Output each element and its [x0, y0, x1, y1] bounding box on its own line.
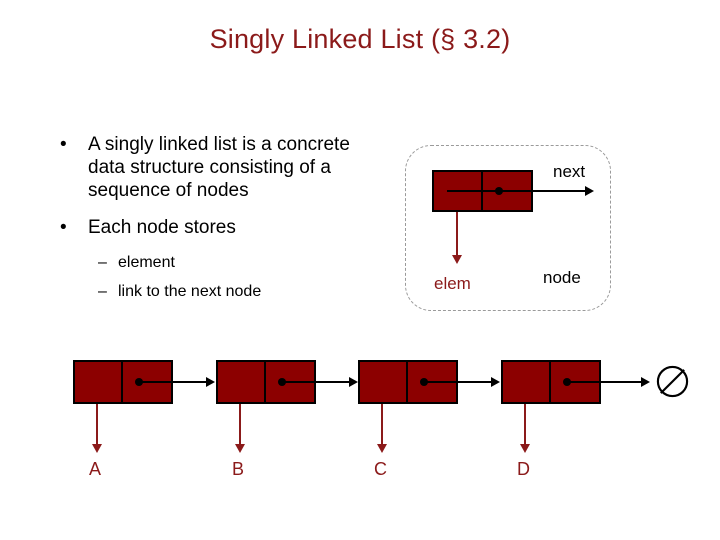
list-node-label-c: C — [374, 459, 387, 479]
bullet-text: A singly linked list is a concrete data … — [88, 134, 350, 201]
element-arrow-head-a — [92, 444, 102, 453]
bullet-marker: • — [60, 217, 67, 238]
element-arrow-line-b — [239, 404, 241, 446]
list-link-arrow-line-a-b — [139, 381, 207, 383]
bullet-list: • A singly linked list is a concrete dat… — [60, 133, 380, 311]
next-pointer-arrow-head — [585, 186, 594, 196]
next-label: next — [553, 162, 586, 181]
list-link-arrow-line-c-d — [424, 381, 492, 383]
list-link-arrow-line-d-null — [567, 381, 642, 383]
list-node-label-b: B — [232, 459, 245, 479]
node-callout-box — [405, 145, 611, 311]
elem-pointer-arrow-line — [456, 212, 458, 257]
bullet-text: Each node stores — [88, 217, 236, 238]
list-node-element-cell — [503, 362, 549, 402]
sub-bullet-item-element: – element — [98, 253, 380, 273]
list-node-label-a: A — [89, 459, 102, 479]
list-node-element-cell — [360, 362, 406, 402]
element-arrow-line-c — [381, 404, 383, 446]
element-arrow-head-b — [235, 444, 245, 453]
list-link-arrow-head-a-b — [206, 377, 215, 387]
elem-pointer-arrow-head — [452, 255, 462, 264]
sub-bullet-marker: – — [98, 254, 107, 271]
sub-bullet-list: – element – link to the next node — [98, 253, 380, 302]
element-arrow-head-c — [377, 444, 387, 453]
page-title: Singly Linked List (§ 3.2) — [209, 24, 511, 54]
sub-bullet-marker: – — [98, 283, 107, 300]
list-link-arrow-line-b-c — [282, 381, 350, 383]
list-link-arrow-head-b-c — [349, 377, 358, 387]
list-node-label-d: D — [517, 459, 530, 479]
sub-bullet-text: link to the next node — [118, 283, 262, 300]
element-arrow-line-d — [524, 404, 526, 446]
bullet-marker: • — [60, 134, 67, 155]
elem-label: elem — [434, 274, 471, 293]
element-arrow-head-d — [520, 444, 530, 453]
list-link-arrow-head-d-null — [641, 377, 650, 387]
next-pointer-arrow-line — [447, 190, 586, 192]
element-arrow-line-a — [96, 404, 98, 446]
list-link-arrow-head-c-d — [491, 377, 500, 387]
sub-bullet-text: element — [118, 254, 175, 271]
list-node-element-cell — [75, 362, 121, 402]
node-label: node — [543, 268, 581, 287]
null-symbol-icon — [656, 365, 689, 398]
sub-bullet-item-link: – link to the next node — [98, 282, 380, 302]
bullet-item-2: • Each node stores — [60, 216, 380, 239]
list-node-element-cell — [218, 362, 264, 402]
bullet-item-1: • A singly linked list is a concrete dat… — [60, 133, 380, 202]
